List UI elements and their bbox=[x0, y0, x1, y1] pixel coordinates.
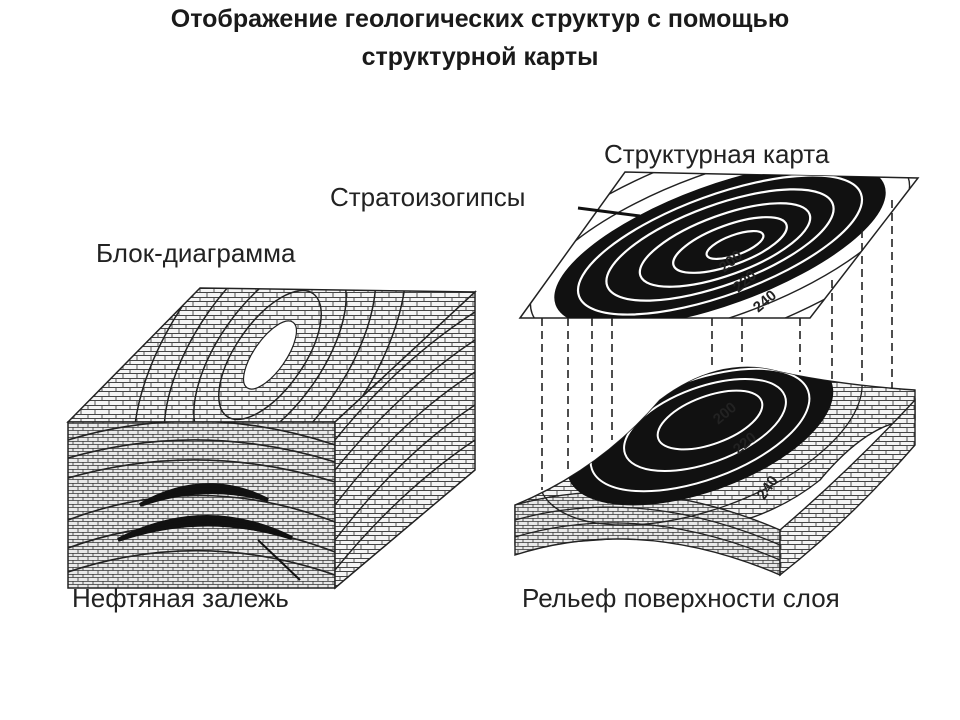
label-oil-deposit: Нефтяная залежь bbox=[72, 583, 289, 613]
label-layer-relief: Рельеф поверхности слоя bbox=[522, 583, 840, 613]
slide-title: Отображение геологических структур с пом… bbox=[0, 0, 960, 76]
label-stratoisohypses: Стратоизогипсы bbox=[330, 182, 526, 212]
title-line-2: структурной карты bbox=[361, 43, 599, 71]
oil-lens-upper bbox=[139, 483, 269, 507]
label-structural-map: Структурная карта bbox=[604, 139, 830, 169]
projection-lines bbox=[541, 200, 893, 490]
oil-deposit-leader bbox=[257, 539, 301, 581]
layer-surface: 200 220 240 bbox=[514, 366, 916, 577]
oil-lens-lower bbox=[117, 515, 293, 542]
surface-side-strata bbox=[779, 398, 916, 577]
structural-map: 200 220 240 bbox=[518, 171, 920, 319]
title-line-1: Отображение геологических структур с пом… bbox=[170, 5, 790, 33]
label-block-diagram: Блок-диаграмма bbox=[96, 238, 296, 268]
stratoisohypses-leader bbox=[577, 206, 641, 218]
block-front-strata bbox=[68, 422, 335, 576]
